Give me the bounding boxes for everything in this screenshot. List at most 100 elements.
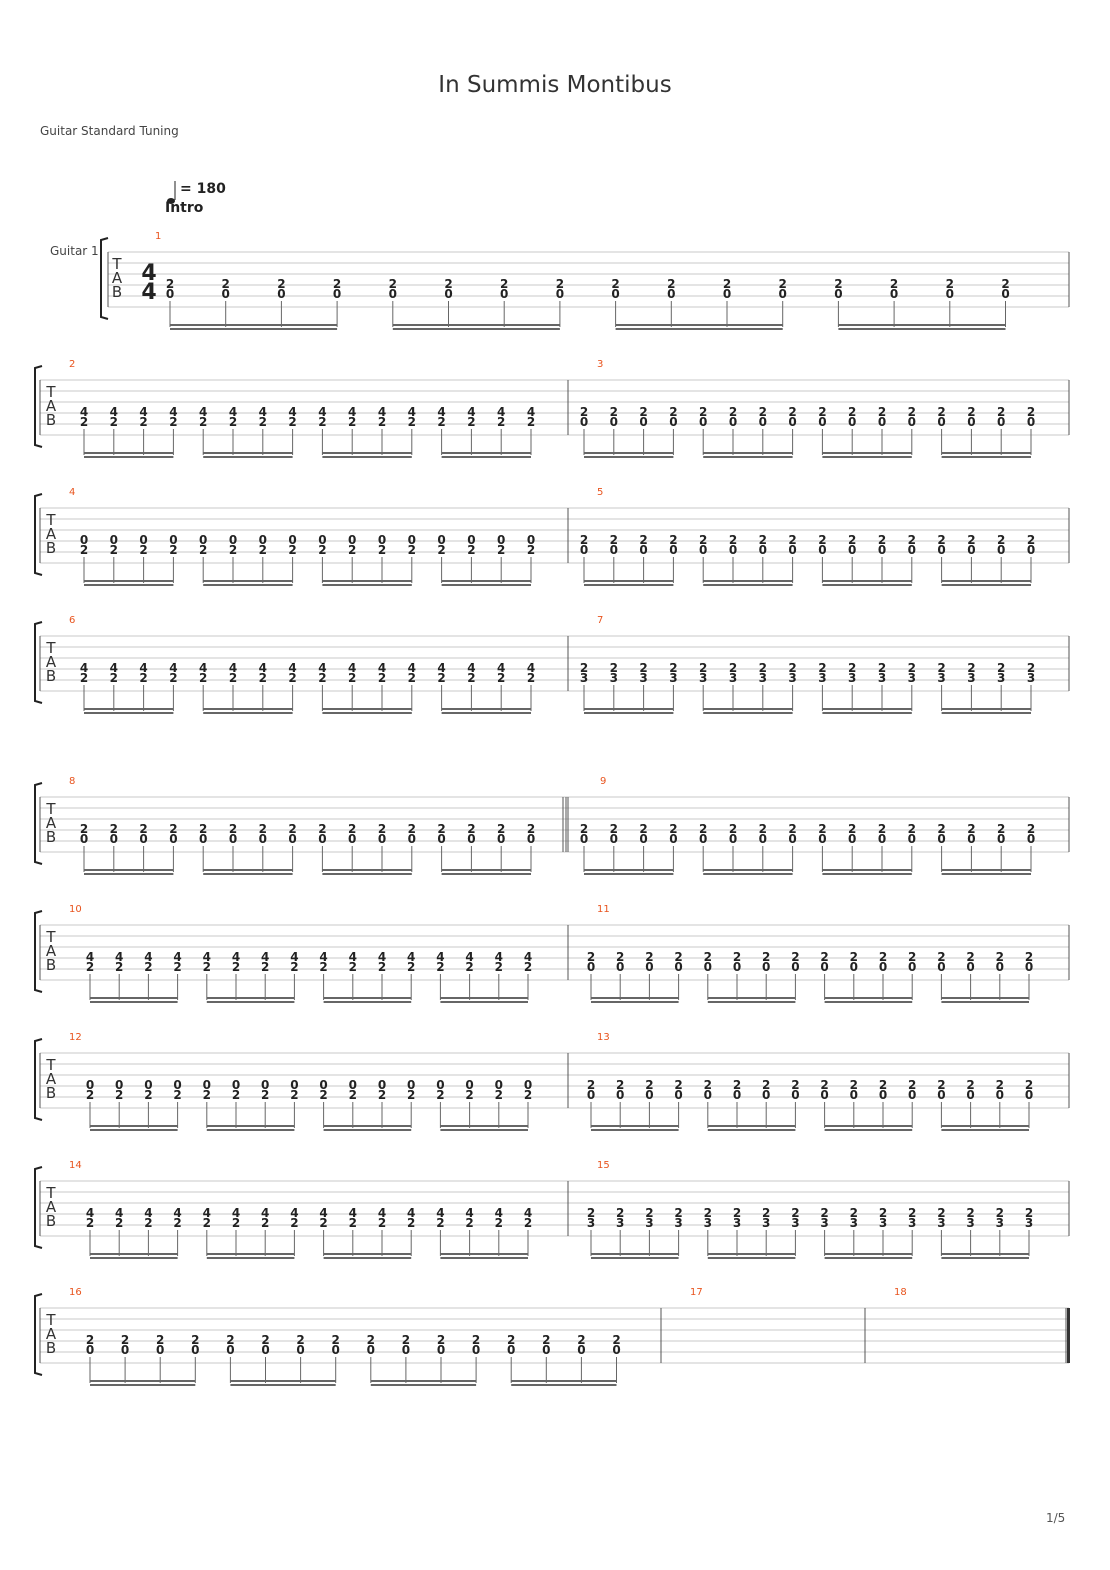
fret-number: 2 <box>729 661 737 675</box>
note-beam <box>584 873 674 875</box>
measure-number: 5 <box>597 487 603 498</box>
fret-number: 4 <box>115 950 123 964</box>
page-number: 1/5 <box>1046 1511 1066 1525</box>
fret-number: 2 <box>229 822 237 836</box>
fret-number: 0 <box>436 1078 444 1092</box>
fret-number: 2 <box>879 1206 887 1220</box>
note-beam <box>822 873 912 875</box>
fret-number: 4 <box>497 405 505 419</box>
fret-number: 4 <box>437 405 445 419</box>
fret-number: 2 <box>762 1078 770 1092</box>
note-beam <box>591 1125 679 1127</box>
fret-number: 2 <box>966 1206 974 1220</box>
fret-number: 2 <box>436 1216 444 1230</box>
note-beam <box>90 1380 196 1382</box>
note-beam <box>822 712 912 714</box>
tab-clef-letter: A <box>46 525 57 543</box>
fret-number: 2 <box>820 1206 828 1220</box>
note-beam <box>838 324 1006 326</box>
note-beam <box>703 712 793 714</box>
note-beam <box>206 997 295 999</box>
fret-number: 4 <box>349 1206 357 1220</box>
fret-number: 2 <box>472 1333 480 1347</box>
final-barline <box>1067 1308 1070 1363</box>
fret-number: 4 <box>199 661 207 675</box>
fret-number: 2 <box>288 543 296 557</box>
note-beam <box>322 456 412 458</box>
fret-number: 3 <box>967 671 975 685</box>
fret-number: 3 <box>1027 671 1035 685</box>
fret-number: 4 <box>139 661 147 675</box>
system-bracket <box>34 1038 43 1121</box>
fret-number: 2 <box>261 1088 269 1102</box>
fret-number: 4 <box>232 950 240 964</box>
note-beam <box>322 712 412 714</box>
fret-number: 2 <box>610 661 618 675</box>
fret-number: 3 <box>818 671 826 685</box>
fret-number: 2 <box>259 671 267 685</box>
fret-number: 3 <box>587 1216 595 1230</box>
fret-number: 2 <box>1027 822 1035 836</box>
tab-clef-letter: T <box>45 511 56 529</box>
fret-number: 2 <box>704 950 712 964</box>
fret-number: 0 <box>166 287 174 301</box>
fret-number: 2 <box>937 950 945 964</box>
fret-number: 0 <box>288 832 296 846</box>
fret-number: 0 <box>645 960 653 974</box>
fret-number: 2 <box>333 277 341 291</box>
tab-clef-letter: T <box>45 928 56 946</box>
note-beam <box>392 328 560 330</box>
note-beam <box>441 873 531 875</box>
fret-number: 2 <box>86 1333 94 1347</box>
fret-number: 0 <box>759 832 767 846</box>
fret-number: 2 <box>378 543 386 557</box>
measure-number: 14 <box>69 1160 82 1171</box>
fret-number: 2 <box>467 822 475 836</box>
fret-number: 2 <box>139 671 147 685</box>
fret-number: 2 <box>319 1088 327 1102</box>
fret-number: 3 <box>616 1216 624 1230</box>
fret-number: 2 <box>169 543 177 557</box>
fret-number: 2 <box>848 405 856 419</box>
fret-number: 2 <box>507 1333 515 1347</box>
fret-number: 2 <box>818 405 826 419</box>
fret-number: 2 <box>616 1206 624 1220</box>
fret-number: 4 <box>169 661 177 675</box>
fret-number: 2 <box>80 671 88 685</box>
note-beam <box>170 324 338 326</box>
fret-number: 0 <box>156 1343 164 1357</box>
fret-number: 2 <box>937 661 945 675</box>
fret-number: 2 <box>288 671 296 685</box>
fret-number: 2 <box>437 822 445 836</box>
fret-number: 2 <box>465 1216 473 1230</box>
fret-number: 0 <box>527 533 535 547</box>
measure-number: 16 <box>69 1287 82 1298</box>
fret-number: 0 <box>788 832 796 846</box>
note-beam <box>322 580 412 582</box>
fret-number: 4 <box>261 950 269 964</box>
fret-number: 2 <box>791 1206 799 1220</box>
fret-number: 0 <box>580 543 588 557</box>
fret-number: 2 <box>879 1078 887 1092</box>
fret-number: 0 <box>937 960 945 974</box>
track-name: Guitar 1 <box>50 244 99 258</box>
fret-number: 2 <box>704 1078 712 1092</box>
fret-number: 4 <box>437 661 445 675</box>
fret-number: 4 <box>465 1206 473 1220</box>
note-beam <box>584 584 674 586</box>
fret-number: 2 <box>436 1088 444 1102</box>
note-beam <box>203 456 293 458</box>
fret-number: 2 <box>348 543 356 557</box>
fret-number: 3 <box>966 1216 974 1230</box>
fret-number: 0 <box>669 415 677 429</box>
tab-clef-letter: T <box>45 1056 56 1074</box>
fret-number: 2 <box>296 1333 304 1347</box>
fret-number: 2 <box>890 277 898 291</box>
note-beam <box>703 708 793 710</box>
note-beam <box>591 1257 679 1259</box>
fret-number: 2 <box>762 950 770 964</box>
fret-number: 0 <box>612 1343 620 1357</box>
fret-number: 2 <box>437 415 445 429</box>
fret-number: 0 <box>290 1078 298 1092</box>
fret-number: 2 <box>639 661 647 675</box>
